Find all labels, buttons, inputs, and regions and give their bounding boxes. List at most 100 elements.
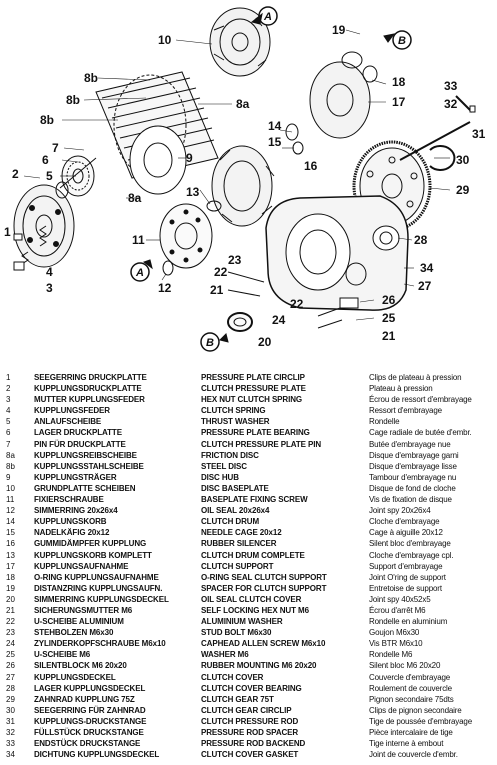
part-name-french: Rondelle en aluminium [369,617,448,627]
part-number: 1 [6,373,11,382]
part-name-german: MUTTER KUPPLUNGSFEDER [34,395,145,405]
part-name-german: SEEGERRING DRUCKPLATTE [34,373,147,382]
callout-5: 5 [46,169,53,183]
part-name-french: Silent bloc d'embrayage [369,539,451,549]
part-name-french: Support d'embrayage [369,561,443,571]
callout-24: 24 [272,313,286,327]
callout-26: 26 [382,293,396,307]
part-name-french: Entretoise de support [369,583,442,593]
callout-27: 27 [418,279,432,293]
part-name-german: ZAHNRAD KUPPLUNG 75Z [34,694,135,704]
marker-b-bottom: B [206,337,214,349]
part-clutch-support [309,51,378,139]
part-name-german: NADELKÄFIG 20x12 [34,528,110,538]
callout-30: 30 [456,153,470,167]
part-name-german: KUPPLUNGSKORB KOMPLETT [34,550,152,560]
part-name-english: FRICTION DISC [201,450,259,460]
part-number: 14 [6,517,15,527]
part-number: 21 [6,605,15,615]
marker-shapes [130,6,412,352]
part-name-french: Vis BTR M6x10 [369,639,423,649]
part-name-english: CLUTCH PRESSURE PLATE [201,384,306,394]
part-number: 34 [6,750,15,760]
callout-12: 12 [158,281,172,295]
part-name-german: FÜLLSTÜCK DRUCKSTANGE [34,728,144,737]
part-seal-small [162,260,174,276]
part-number: 5 [6,417,11,427]
part-name-german: KUPPLUNGS-DRUCKSTANGE [34,716,147,726]
part-number: 31 [6,716,15,726]
callout-15: 15 [268,135,282,149]
part-name-german: DISTANZRING KUPPLUNGSAUFN. [34,583,163,593]
part-number: 29 [6,694,15,704]
callout-17: 17 [392,95,406,109]
part-name-german: KUPPLUNGSFEDER [34,406,110,416]
callout-4: 4 [46,265,53,279]
part-fasteners [227,271,359,329]
part-name-french: Écrou d'arrêt M6 [369,605,426,615]
part-name-english: STEEL DISC [201,461,247,471]
part-name-english: RUBBER MOUNTING M6 20x20 [201,661,317,671]
part-name-german: FIXIERSCHRAUBE [34,495,104,505]
marker-a-mid: A [135,267,144,279]
part-name-german: KUPPLUNGSTRÄGER [34,472,117,482]
part-clutch-cover [265,195,409,311]
callout-7: 7 [52,141,59,155]
part-name-english: THRUST WASHER [201,417,270,427]
callout-3: 3 [46,281,53,295]
part-name-german: KUPPLUNGSAUFNAHME [34,561,129,571]
part-bearing-set [55,155,97,199]
part-name-french: Joint de couvercle d'embr. [369,750,458,760]
callout-8a: 8a [128,191,142,205]
callout-8a: 8a [236,97,250,111]
part-name-german: SILENTBLOCK M6 20x20 [34,661,127,671]
part-number: 22 [6,617,15,627]
part-name-english: CLUTCH DRUM [201,517,260,527]
part-name-french: Vis de fixation de disque [369,495,452,505]
part-name-german: LAGER KUPPLUNGSDECKEL [34,683,146,693]
part-number: 15 [6,528,15,538]
callout-22: 22 [290,297,304,311]
callout-10: 10 [158,33,172,47]
part-number: 8a [6,450,15,460]
part-name-english: NEEDLE CAGE 20x12 [201,528,282,538]
leader-lines [23,29,451,321]
part-name-german: KUPPLUNGSDECKEL [34,672,116,682]
part-disc-baseplate [209,7,271,77]
part-oil-seal [227,312,253,332]
part-name-german: KUPPLUNGSKORB [34,517,107,527]
part-disc-hub [129,125,187,195]
callout-31: 31 [472,127,486,141]
callout-21: 21 [210,283,224,297]
callout-13: 13 [186,185,200,199]
callout-8b: 8b [40,113,54,127]
callout-25: 25 [382,311,396,325]
callout-16: 16 [304,159,318,173]
part-name-french: Ressort d'embrayage [369,406,442,416]
part-name-english: CAPHEAD ALLEN SCREW M6x10 [201,639,326,649]
callout-8b: 8b [84,71,98,85]
part-name-english: STUD BOLT M6x30 [201,628,272,638]
part-number: 4 [6,406,11,416]
part-name-french: Butée d'embrayage nue [369,439,451,449]
part-name-english: CLUTCH PRESSURE PLATE PIN [201,439,322,449]
part-name-english: BASEPLATE FIXING SCREW [201,495,308,505]
part-name-french: Cage à aiguille 20x12 [369,528,443,538]
